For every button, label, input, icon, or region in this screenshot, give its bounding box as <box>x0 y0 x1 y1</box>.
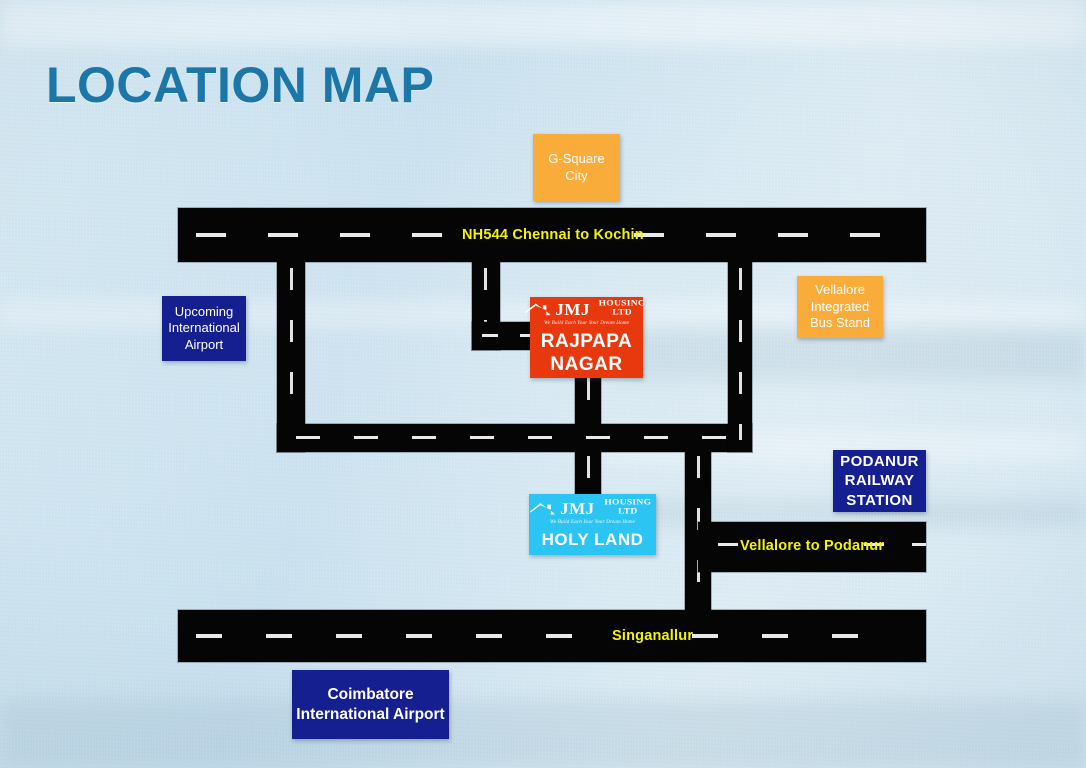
road-vellalore-podanur-dashes-left <box>718 543 740 546</box>
jmj-wordmark-holyland: JMJ <box>560 499 595 519</box>
place-podanur-line-3: STATION <box>846 491 913 509</box>
road-holyland-dashes <box>587 456 590 496</box>
road-singanallur-dashes-right <box>692 634 902 638</box>
place-coimbatore-line-2: International Airport <box>296 705 445 723</box>
place-coimbatore-international-airport[interactable]: Coimbatore International Airport <box>292 670 449 739</box>
road-nh544-label: NH544 Chennai to Kochin <box>462 227 644 243</box>
road-right-vertical-dashes <box>739 268 742 440</box>
road-vellalore-podanur <box>698 522 926 572</box>
place-rajpapa-nagar-line-2: NAGAR <box>550 354 623 376</box>
place-holy-land-line-1: HOLY LAND <box>541 529 644 549</box>
place-rajpapa-nagar-line-1: RAJPAPA <box>540 331 633 353</box>
place-rajpapa-nagar[interactable]: JMJ HOUSING LTD We Build Each Your Your … <box>524 297 645 378</box>
place-podanur-railway-station[interactable]: PODANUR RAILWAY STATION <box>833 450 926 512</box>
place-holy-land[interactable]: JMJ HOUSING LTD We Build Each Your Your … <box>529 494 656 555</box>
jmj-tagline: We Build Each Your Your Dream Home <box>543 319 630 326</box>
house-roof-icon <box>524 303 550 315</box>
place-upcoming-international-airport[interactable]: Upcoming International Airport <box>162 296 246 361</box>
place-bus-stand-line-2: Integrated <box>810 298 870 314</box>
place-upcoming-airport-line-3: Airport <box>184 336 224 352</box>
background-band-2 <box>620 330 1086 380</box>
place-podanur-line-2: RAILWAY <box>844 472 915 490</box>
background-band-5 <box>0 0 1086 46</box>
road-center-upper-dashes <box>484 268 487 340</box>
page-title: LOCATION MAP <box>46 57 435 113</box>
road-nh544-dashes-right <box>634 233 886 237</box>
road-rajpapa-connector-dashes <box>482 334 534 337</box>
road-inner-horizontal-dashes <box>296 436 728 439</box>
jmj-logo-row: JMJ HOUSING LTD <box>524 299 650 318</box>
place-g-square-city-line-2: City <box>565 167 588 183</box>
road-vellalore-podanur-dashes-right <box>864 543 926 546</box>
road-vellalore-podanur-label: Vellalore to Podanur <box>740 538 885 554</box>
road-left-vertical-dashes <box>290 268 293 440</box>
jmj-suffix: HOUSING LTD <box>598 298 646 317</box>
jmj-tagline-holyland: We Build Each Your Your Dream Home <box>549 519 636 526</box>
place-podanur-line-1: PODANUR <box>840 453 919 471</box>
place-bus-stand-line-3: Bus Stand <box>810 315 870 331</box>
house-roof-icon <box>529 503 555 515</box>
jmj-logo-holyland: JMJ HOUSING LTD We Build Each Your Your … <box>529 498 656 526</box>
road-nh544-dashes <box>196 233 452 237</box>
road-singanallur-dashes-left <box>196 634 602 638</box>
place-vellalore-integrated-bus-stand[interactable]: Vellalore Integrated Bus Stand <box>797 276 883 338</box>
place-g-square-city-line-1: G-Square <box>548 150 605 166</box>
jmj-logo-rajpapa: JMJ HOUSING LTD We Build Each Your Your … <box>524 299 650 327</box>
jmj-wordmark: JMJ <box>555 299 590 319</box>
road-center-mid-dashes <box>587 378 590 422</box>
place-coimbatore-line-1: Coimbatore <box>327 685 414 703</box>
background-band-6 <box>0 700 1086 768</box>
place-upcoming-airport-line-2: International <box>168 320 240 336</box>
place-g-square-city[interactable]: G-Square City <box>533 134 620 201</box>
road-singanallur-label: Singanallur <box>612 628 694 644</box>
jmj-suffix-holyland: HOUSING LTD <box>604 498 652 517</box>
place-upcoming-airport-line-1: Upcoming <box>174 303 234 319</box>
place-bus-stand-line-1: Vellalore <box>815 282 865 298</box>
jmj-logo-row-holyland: JMJ HOUSING LTD <box>529 498 656 517</box>
